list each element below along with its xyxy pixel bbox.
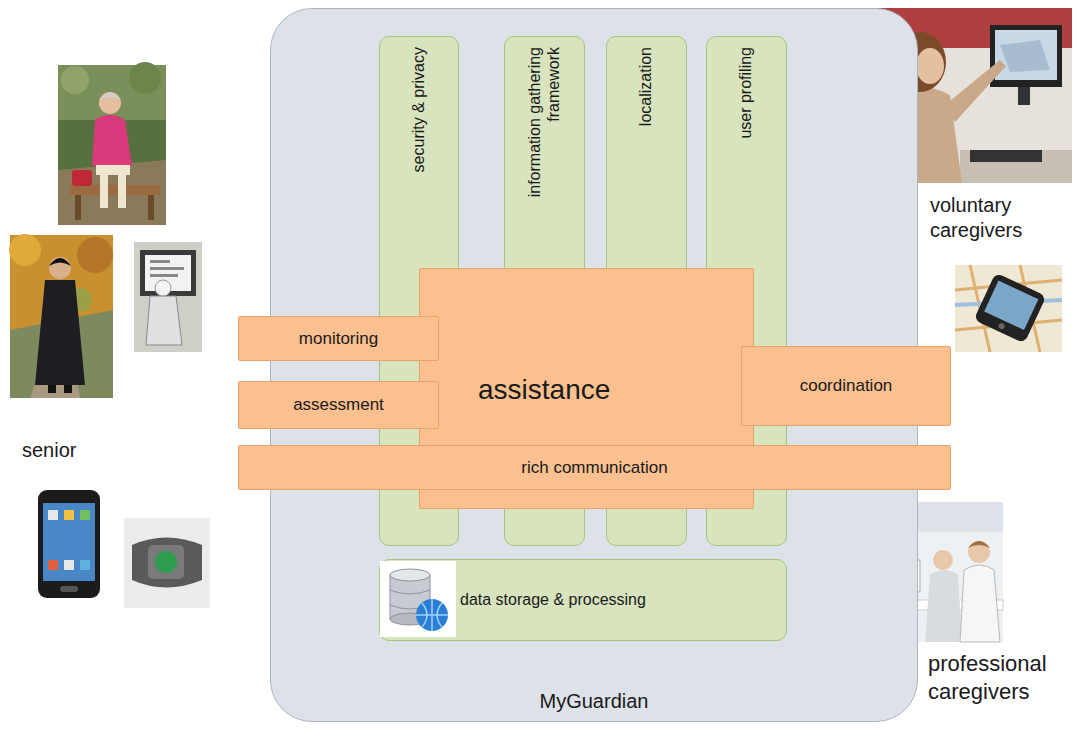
function-box: coordination <box>741 346 951 426</box>
caregiver-photo <box>1018 87 1030 105</box>
caregiver-photo <box>990 25 1062 87</box>
gps-device <box>955 265 1062 352</box>
caregiver-photo <box>1000 40 1050 72</box>
rotated-text-holder: localization <box>607 37 685 257</box>
node-label: information gathering framework <box>525 47 563 257</box>
actor-label-holder: professional caregivers <box>928 650 1074 705</box>
caregiver-photo <box>933 550 953 570</box>
senior-photo <box>129 62 161 94</box>
wristband-device <box>148 545 184 579</box>
node-label: security & privacy <box>409 47 428 172</box>
node-label: coordination <box>800 376 893 396</box>
phone-device <box>43 503 95 581</box>
gps-device <box>974 273 1047 344</box>
database-icon <box>416 599 448 631</box>
senior-photo <box>72 170 92 186</box>
node-label: assistance <box>478 373 610 407</box>
rotated-text-holder: security & privacy <box>380 37 457 257</box>
gps-device <box>984 281 1038 330</box>
function-box: monitoring <box>238 316 439 361</box>
caregiver-photo <box>968 541 990 548</box>
actor-label-holder: voluntary caregivers <box>930 193 1060 243</box>
database-icon <box>380 561 456 637</box>
phone-device <box>48 560 58 570</box>
phone-device <box>64 510 74 520</box>
phone-device <box>80 560 90 570</box>
database-icon <box>416 599 448 631</box>
senior-photo <box>35 280 85 385</box>
senior-photo <box>150 267 184 270</box>
senior-photo <box>146 296 182 345</box>
senior-photo <box>99 93 121 100</box>
senior-photo <box>96 165 130 175</box>
phone-device <box>64 560 74 570</box>
caregiver-photo <box>925 570 962 642</box>
senior-photo <box>10 235 113 398</box>
gps-device <box>998 322 1006 330</box>
senior-photo <box>9 234 113 398</box>
senior-photo <box>148 195 154 220</box>
actor-label-holder: senior <box>22 438 122 463</box>
node-label: user profiling <box>736 47 755 139</box>
node-label: data storage & processing <box>460 591 646 609</box>
wristband-device <box>132 538 202 588</box>
database-icon <box>380 561 456 637</box>
phone-device <box>48 510 58 520</box>
caregiver-photo <box>916 48 944 84</box>
senior-photo <box>92 115 132 170</box>
rotated-text-holder: user profiling <box>707 37 785 257</box>
senior-photo <box>49 258 71 266</box>
phone-device <box>38 490 100 598</box>
node-label: MyGuardian <box>540 690 649 713</box>
senior-photo <box>75 195 81 220</box>
rotated-text-holder: information gathering framework <box>505 37 583 257</box>
system-boundary: MyGuardian security & privacy information … <box>270 8 918 722</box>
senior-photo <box>150 274 178 277</box>
function-box: rich communication <box>238 445 951 490</box>
wristband-device <box>124 518 210 608</box>
senior-photo <box>77 237 113 273</box>
phone-device <box>38 490 100 598</box>
actor-label: professional caregivers <box>928 650 1074 705</box>
senior-photo <box>48 385 56 393</box>
database-icon <box>380 561 456 637</box>
senior-photo <box>58 160 166 225</box>
actor-label: senior <box>22 438 122 463</box>
senior-photo <box>61 66 89 94</box>
caregiver-photo <box>960 150 1072 183</box>
phone-device <box>60 586 78 592</box>
phone-device <box>80 510 90 520</box>
wristband-device <box>124 518 210 608</box>
caregiver-photo <box>945 60 1006 122</box>
wristband-device <box>155 551 177 573</box>
senior-photo <box>134 242 202 352</box>
caregiver-photo <box>995 30 1057 80</box>
senior-photo <box>155 280 171 296</box>
senior-photo <box>99 92 121 114</box>
gps-device <box>955 265 1062 352</box>
caregiver-photo <box>970 150 1042 162</box>
node-label: monitoring <box>299 329 378 349</box>
database-icon <box>390 569 430 581</box>
node-label: assessment <box>293 395 384 415</box>
gps-device <box>955 265 1062 352</box>
function-box: assessment <box>238 381 439 429</box>
senior-photo <box>140 250 196 296</box>
senior-photo <box>49 257 71 279</box>
senior-photo <box>100 175 108 208</box>
caregiver-photo <box>968 541 990 563</box>
senior-photo <box>134 242 202 352</box>
senior-photo <box>64 385 72 393</box>
gps-device <box>974 273 1047 344</box>
senior-photo <box>70 185 160 195</box>
senior-photo <box>9 234 41 266</box>
caregiver-photo <box>960 565 1000 642</box>
senior-photo <box>118 175 126 208</box>
node-label: localization <box>636 47 655 126</box>
node-label: rich communication <box>521 458 667 478</box>
actor-label: voluntary caregivers <box>930 193 1060 243</box>
senior-photo <box>58 62 166 225</box>
senior-photo <box>150 260 170 263</box>
